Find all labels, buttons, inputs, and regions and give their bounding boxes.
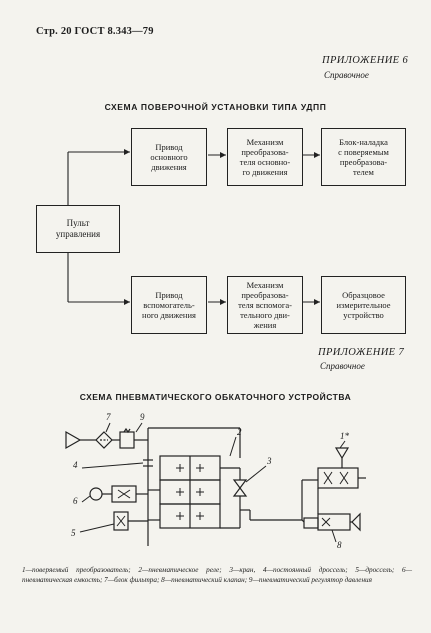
appendix-7-subtitle: Справочное bbox=[320, 361, 365, 371]
label-2: 2 bbox=[237, 427, 242, 437]
label-4: 4 bbox=[73, 460, 78, 470]
label-1-star: 1* bbox=[340, 431, 349, 441]
label-5: 5 bbox=[71, 528, 76, 538]
label-8: 8 bbox=[337, 540, 342, 550]
page-header: Стр. 20 ГОСТ 8.343—79 bbox=[36, 26, 154, 37]
appendix-6-subtitle: Справочное bbox=[324, 70, 369, 80]
label-6: 6 bbox=[73, 496, 78, 506]
label-7: 7 bbox=[106, 412, 111, 422]
reference-instrument-box: Образцовое измерительное устройство bbox=[321, 276, 406, 334]
control-console-box: Пульт управления bbox=[36, 205, 120, 253]
appendix-6-title: ПРИЛОЖЕНИЕ 6 bbox=[322, 55, 409, 66]
auxiliary-motion-mechanism-box: Механизм преобразова- теля вспомога- тел… bbox=[227, 276, 303, 334]
legend-caption: 1—поверяемый преобразователь; 2—пневмати… bbox=[22, 566, 412, 584]
appendix-7-title: ПРИЛОЖЕНИЕ 7 bbox=[318, 347, 405, 358]
setup-unit-box: Блок-наладка с поверяемым преобразова- т… bbox=[321, 128, 406, 186]
scheme-2-title: СХЕМА ПНЕВМАТИЧЕСКОГО ОБКАТОЧНОГО УСТРОЙ… bbox=[79, 392, 352, 402]
main-drive-box: Привод основного движения bbox=[131, 128, 207, 186]
scheme-1-title: СХЕМА ПОВЕРОЧНОЙ УСТАНОВКИ ТИПА УДПП bbox=[104, 102, 327, 112]
label-3: 3 bbox=[267, 456, 272, 466]
label-9: 9 bbox=[140, 412, 145, 422]
auxiliary-drive-box: Привод вспомогатель- ного движения bbox=[131, 276, 207, 334]
main-motion-mechanism-box: Механизм преобразова- теля основно- го д… bbox=[227, 128, 303, 186]
